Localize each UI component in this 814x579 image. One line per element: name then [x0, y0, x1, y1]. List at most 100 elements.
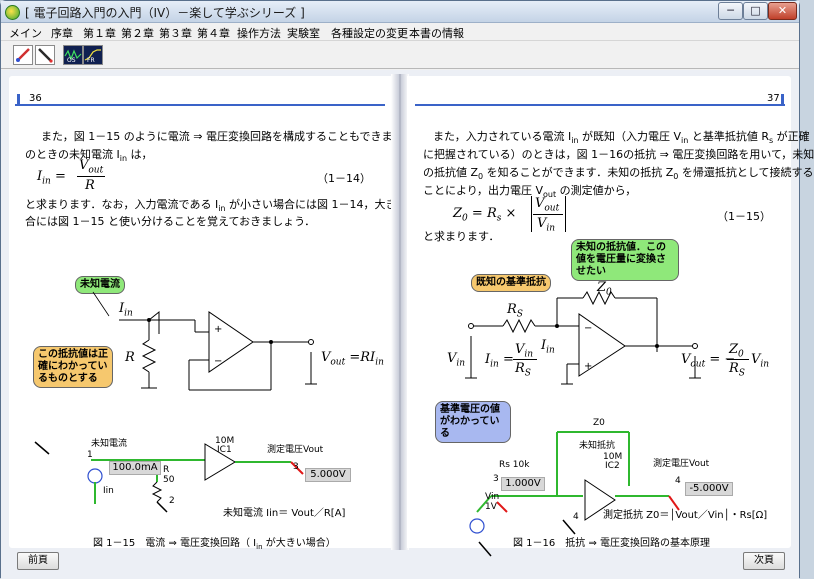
sim-node-label: 4 [573, 512, 579, 522]
app-icon [5, 5, 20, 20]
sim-wire [476, 495, 492, 513]
sim-formula: 未知電流 Iin＝ Vout／R[A] [223, 508, 346, 519]
resistor-rs [502, 318, 536, 334]
node-dot [269, 340, 273, 344]
opamp-plus: + [214, 324, 222, 335]
sim-ic-label: 10M [603, 452, 623, 462]
current-source-icon [87, 468, 103, 484]
simulator-circuit-1 [34, 441, 304, 513]
sim-r-label: R [163, 465, 170, 475]
sim-opamp [204, 443, 236, 481]
resistor-z0 [582, 290, 616, 306]
pen-icon[interactable] [35, 45, 55, 65]
sim-vin-label: Vin [485, 492, 500, 502]
sim-ic-label: IC1 [217, 445, 232, 455]
sim-ground-probe[interactable] [562, 519, 576, 535]
sim-node-label: 4 [675, 476, 681, 486]
minimize-button[interactable]: ─ [718, 2, 743, 20]
paragraph-line: のときの未知電流 Iin は， [25, 148, 153, 164]
title-bar[interactable]: [ 電子回路入門の入門（IV）－楽して学ぶシリーズ ] ─ □ ✕ [1, 1, 799, 23]
fraction-bar [533, 214, 563, 215]
node-dot [655, 344, 659, 348]
window-title: [ 電子回路入門の入門（IV）－楽して学ぶシリーズ ] [25, 6, 305, 20]
toolbar-os-label: OS [67, 57, 76, 64]
equation-denominator: R [85, 178, 95, 193]
menu-chapter-3[interactable]: 第３章 [159, 27, 192, 40]
menu-settings[interactable]: 各種設定の変更 [331, 27, 408, 40]
sim-node-label: 3 [493, 474, 499, 484]
paragraph-line: 合には図 1－15 と使い分けることを覚えておきましょう． [25, 215, 316, 228]
equation-lhs: Z0 = Rs × [453, 206, 517, 224]
fraction-bar [77, 176, 105, 177]
sim-label-unknown-current: 未知電流 [91, 439, 128, 449]
abs-bar-right [565, 196, 566, 232]
fraction-bar [513, 359, 537, 360]
opamp [578, 313, 626, 377]
frac-rs2: RS [729, 361, 745, 379]
menu-chapter-4[interactable]: 第４章 [197, 27, 230, 40]
callout-pointer [92, 291, 110, 317]
probe-icon[interactable] [34, 441, 50, 455]
opamp [208, 311, 254, 373]
fraction-bar [727, 359, 749, 360]
callout-known-resistor: この抵抗値は正確にわかっているものとする [33, 346, 113, 388]
menu-chapter-1[interactable]: 第１章 [83, 27, 116, 40]
label-z0: Z0 [597, 280, 612, 298]
equation-number: （1－15） [717, 210, 771, 223]
sim-vout-display: 5.000V [305, 468, 351, 482]
menu-book-info[interactable]: 本書の情報 [409, 27, 464, 40]
menu-intro[interactable]: 序章 [51, 27, 73, 40]
sim-node-label: 1 [87, 450, 93, 460]
sim-ground-probe[interactable] [478, 541, 492, 557]
sim-ground-probe[interactable] [156, 501, 168, 513]
label-rs: RS [507, 302, 523, 320]
figure-caption: 図 1－15 電流 ⇒ 電圧変換回路（ Iin が大きい場合） [93, 538, 336, 551]
sim-meas-label: 測定電圧Vout [653, 459, 710, 469]
frac-vin: Vin [515, 342, 534, 360]
equation-denominator: Vin [537, 216, 556, 234]
analyzer-icon[interactable]: FR [83, 45, 103, 65]
sim-opamp [584, 479, 616, 521]
opamp-plus: + [584, 361, 592, 372]
sim-vout-display: -5.000V [685, 482, 733, 496]
frac-rs: RS [515, 361, 531, 379]
right-page: 37 また，入力されている電流 Iin が既知（入力電圧 Vin と基準抵抗値 … [407, 76, 814, 557]
input-terminal [468, 323, 474, 329]
label-vin2: Vin [751, 352, 770, 370]
menu-operation[interactable]: 操作方法 [237, 27, 281, 40]
menu-chapter-2[interactable]: 第２章 [121, 27, 154, 40]
page-header: 37 [415, 92, 785, 106]
page-header-tick [17, 94, 20, 105]
schematic-resistance-to-voltage: − + [465, 290, 701, 385]
sim-probe[interactable] [496, 501, 508, 513]
left-page: 36 また，図 1－15 のように電流 ⇒ 電圧変換回路を構成することもできます… [9, 76, 425, 551]
label-r: R [125, 350, 135, 365]
sim-rs-label: Rs 10k [499, 460, 530, 470]
close-button[interactable]: ✕ [768, 2, 797, 20]
sim-ic-label: IC2 [605, 461, 620, 471]
menu-main[interactable]: メイン [9, 27, 42, 40]
callout-unknown-resistor: 未知の抵抗値．この値を電圧量に変換させたい [571, 239, 679, 281]
sim-z0-label: Z0 [593, 418, 605, 428]
sim-probe[interactable] [290, 461, 304, 475]
maximize-button[interactable]: □ [743, 2, 768, 20]
sim-ic-label: 10M [215, 436, 235, 446]
menu-laboratory[interactable]: 実験室 [287, 27, 320, 40]
next-page-button[interactable]: 次頁 [743, 552, 785, 570]
paragraph-line: と求まります．なお，入力電流である Iin が小さい場合には図 1－14，大きい… [25, 198, 419, 214]
prev-page-button[interactable]: 前頁 [17, 552, 59, 570]
label-iin-eq: Iin = [485, 352, 514, 370]
probe-icon[interactable] [13, 45, 33, 65]
voltage-source-icon [469, 518, 485, 534]
sim-r-value: 50 [163, 475, 175, 485]
simulator-circuit-2 [469, 431, 680, 557]
figure-caption: 図 1－16 抵抗 ⇒ 電圧変換回路の基本原理 [513, 538, 711, 549]
toolbar: OS FR [1, 41, 799, 69]
sim-unknown-label: 未知抵抗 [579, 441, 616, 451]
sim-probe[interactable] [668, 495, 680, 511]
oscilloscope-icon[interactable]: OS [63, 45, 83, 65]
equation-lhs: Iin = [37, 169, 66, 187]
paragraph-line: の抵抗値 Z0 を知ることができます．未知の抵抗 Z0 を帰還抵抗として接続する [423, 166, 814, 182]
toolbar-fr-label: FR [87, 57, 95, 64]
sim-iin-label: Iin [103, 486, 114, 496]
